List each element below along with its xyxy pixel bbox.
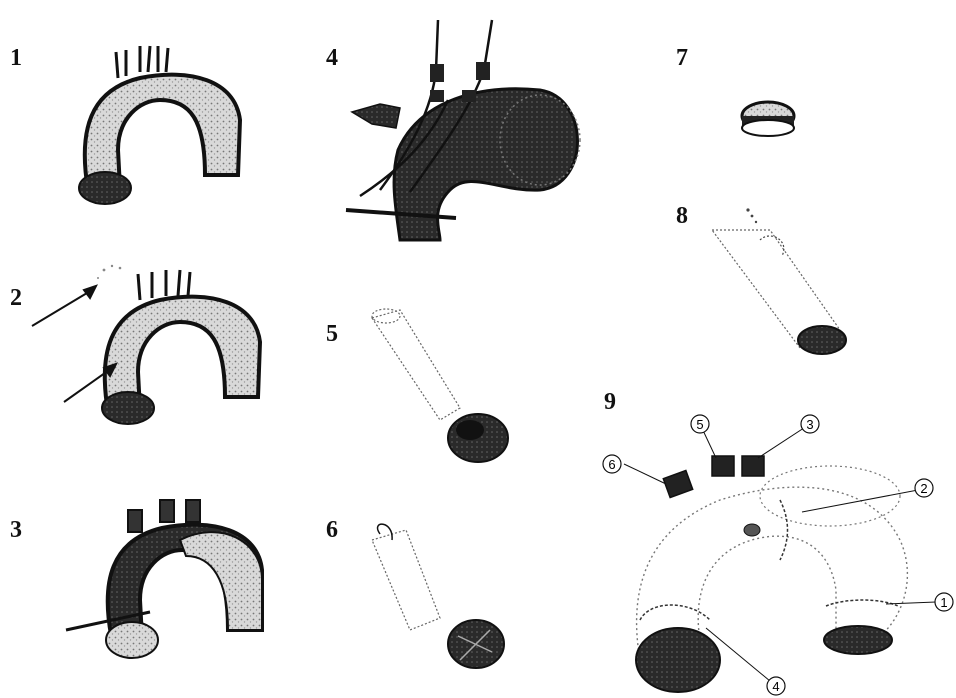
callout-6: 6 [603,455,621,473]
panel-4-cannulation [346,20,580,240]
panel-1-aortic-arch [79,46,240,204]
svg-text:5: 5 [696,417,703,432]
panel-2-aortic-arch-arrows [32,265,260,424]
svg-text:2: 2 [920,481,927,496]
panel-8-graft-ring [712,208,846,354]
panel-6-sutured-graft [372,524,504,668]
callout-2: 2 [915,479,933,497]
callout-3: 3 [801,415,819,433]
panel-5-graft [372,309,508,462]
callout-4: 4 [767,677,785,695]
svg-text:6: 6 [608,457,615,472]
svg-text:3: 3 [806,417,813,432]
panel-3-clamped-arch [66,500,262,658]
svg-text:4: 4 [772,679,779,694]
callout-1: 1 [935,593,953,611]
svg-text:1: 1 [940,595,947,610]
callout-5: 5 [691,415,709,433]
panel-9-reconstruction [624,424,936,692]
panel-7-ring [742,102,794,136]
